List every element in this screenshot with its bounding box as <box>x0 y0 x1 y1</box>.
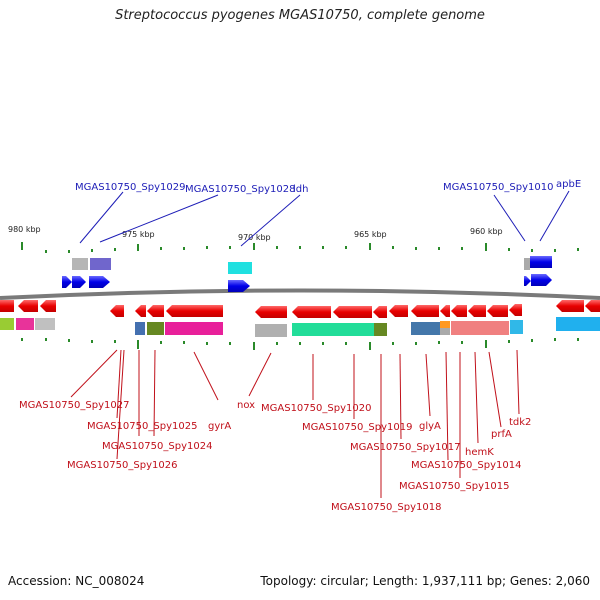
gene-arrow-fwd-ldh[interactable] <box>228 280 250 292</box>
label-spy1024: MGAS10750_Spy1024 <box>102 441 212 452</box>
label-spy1018: MGAS10750_Spy1018 <box>331 502 441 513</box>
feature-bar-spy1024[interactable] <box>147 322 164 335</box>
feature-bar-spy1025[interactable] <box>135 322 145 335</box>
gene-arrow-rev-spy1015[interactable] <box>440 305 450 317</box>
gene-arrow-rev-tdk2[interactable] <box>509 304 522 316</box>
gene-arrow-rev-spy1017[interactable] <box>389 305 408 317</box>
feature-bar-right[interactable] <box>556 317 600 331</box>
gene-arrow-rev-2[interactable] <box>18 300 38 312</box>
gene-arrow-fwd-spy1010[interactable] <box>524 276 531 286</box>
feature-bar-spy1029-gray[interactable] <box>72 258 88 270</box>
gene-arrow-rev-5[interactable] <box>135 305 146 317</box>
gene-arrow-fwd-1[interactable] <box>62 276 72 288</box>
footer-topology: Topology: circular; Length: 1,937,111 bp… <box>260 574 590 588</box>
gene-arrow-rev-gyra[interactable] <box>166 305 223 317</box>
label-tdk2: tdk2 <box>509 417 531 428</box>
gene-arrow-rev-nox[interactable] <box>255 306 287 318</box>
bottom-leader-lines <box>70 349 520 498</box>
gene-arrow-rev-1[interactable] <box>0 300 14 312</box>
label-hemk: hemK <box>465 447 494 458</box>
label-spy1020: MGAS10750_Spy1020 <box>261 403 371 414</box>
label-apbe: apbE <box>556 179 581 190</box>
scale-label-980: 980 kbp <box>8 225 41 234</box>
gene-arrow-rev-spy1019[interactable] <box>373 306 387 318</box>
lower-ticks <box>21 338 579 350</box>
label-spy1028: MGAS10750_Spy1028 <box>185 184 295 195</box>
gene-arrow-rev-spy1020b[interactable] <box>333 306 372 318</box>
feature-bar-nox[interactable] <box>255 324 287 337</box>
gene-arrow-rev-right-2[interactable] <box>585 300 600 312</box>
label-spy1014: MGAS10750_Spy1014 <box>411 460 521 471</box>
gene-arrow-rev-3[interactable] <box>40 300 56 312</box>
feature-bar-spy1020[interactable] <box>292 323 374 336</box>
gene-arrow-rev-6[interactable] <box>147 305 164 317</box>
gene-arrow-rev-4[interactable] <box>110 305 124 317</box>
gene-arrow-fwd-2[interactable] <box>72 276 86 288</box>
label-glya: glyA <box>419 421 441 432</box>
footer-accession: Accession: NC_008024 <box>8 574 145 588</box>
label-spy1029: MGAS10750_Spy1029 <box>75 182 185 193</box>
gene-arrow-rev-spy1020a[interactable] <box>292 306 331 318</box>
label-nox: nox <box>237 400 255 411</box>
label-spy1025: MGAS10750_Spy1025 <box>87 421 197 432</box>
gene-arrow-rev-prfa[interactable] <box>487 305 508 317</box>
map-title: Streptococcus pyogenes MGAS10750, comple… <box>115 8 485 23</box>
scale-label-965: 965 kbp <box>354 230 387 239</box>
upper-ticks <box>21 242 579 253</box>
feature-bar-glya[interactable] <box>411 322 440 335</box>
genome-backbone <box>0 288 600 300</box>
label-spy1027: MGAS10750_Spy1027 <box>19 400 129 411</box>
gene-arrow-rev-glya[interactable] <box>411 305 439 317</box>
gene-arrow-fwd-3[interactable] <box>89 276 110 288</box>
label-spy1010: MGAS10750_Spy1010 <box>443 182 553 193</box>
label-prfa: prfA <box>491 429 512 440</box>
top-leader-lines <box>79 190 570 247</box>
feature-bar-left-1[interactable] <box>0 318 14 330</box>
gene-arrow-rev-spy1014[interactable] <box>468 305 486 317</box>
feature-bar-spy1015-gray[interactable] <box>440 328 450 335</box>
gene-arrow-rev-hemk[interactable] <box>451 305 467 317</box>
label-ldh: ldh <box>293 184 308 195</box>
scale-label-975: 975 kbp <box>122 230 155 239</box>
feature-bar-tdk2[interactable] <box>510 320 523 334</box>
scale-label-960: 960 kbp <box>470 227 503 236</box>
gene-arrow-rev-right-1[interactable] <box>556 300 584 312</box>
feature-bar-spy1010-gray[interactable] <box>524 258 530 270</box>
scale-label-970: 970 kbp <box>238 233 271 242</box>
label-gyra: gyrA <box>208 421 231 432</box>
feature-bar-spy1029-purple[interactable] <box>90 258 111 270</box>
label-spy1017: MGAS10750_Spy1017 <box>350 442 460 453</box>
feature-bar-left-2[interactable] <box>16 318 34 330</box>
feature-bar-ldh-cyan[interactable] <box>228 262 252 274</box>
feature-bar-spy1015-orange[interactable] <box>440 321 450 328</box>
label-spy1019: MGAS10750_Spy1019 <box>302 422 412 433</box>
feature-bar-spy1019[interactable] <box>374 323 387 336</box>
gene-arrow-fwd-apbe[interactable] <box>531 274 552 286</box>
gene-arrow-fwd-apbe-upper[interactable] <box>530 256 552 268</box>
label-spy1015: MGAS10750_Spy1015 <box>399 481 509 492</box>
feature-bar-left-3[interactable] <box>35 318 55 330</box>
feature-bar-hemk[interactable] <box>451 321 509 335</box>
feature-bar-gyra[interactable] <box>165 322 223 335</box>
label-spy1026: MGAS10750_Spy1026 <box>67 460 177 471</box>
